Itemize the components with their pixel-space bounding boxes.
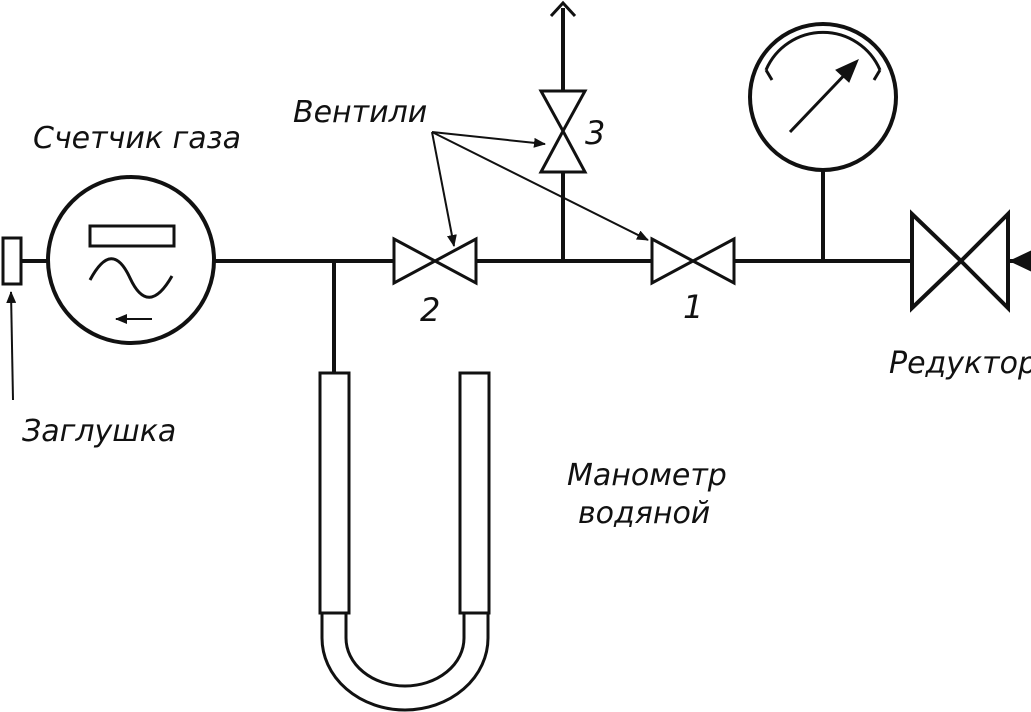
manometer-u-bend [320, 613, 490, 712]
reducer-label: Редуктор [889, 346, 1031, 381]
pressure-gauge-needle [788, 64, 855, 134]
valve-1-icon [650, 236, 736, 286]
vent-outlet-arrow-icon [549, 0, 577, 18]
pressure-gauge-scale-left-tick [764, 69, 774, 81]
valves-leader-to-valve-2 [431, 131, 457, 247]
valve-2-icon [392, 236, 478, 286]
valve-3-number: 3 [585, 114, 605, 152]
manometer-u-bend-inner [344, 613, 466, 688]
gas-meter-body [46, 175, 216, 345]
pressure-gauge-scale-right-tick [872, 69, 882, 81]
valves-label: Вентили [293, 95, 427, 130]
valve-2-number: 2 [420, 291, 440, 329]
gas-meter-wave-icon [88, 257, 174, 299]
manometer-right-tube [458, 371, 491, 615]
plug-cap [1, 236, 23, 286]
manometer-label-line2: водяной [578, 496, 710, 531]
gas-inlet-arrow-icon [1008, 250, 1031, 272]
plug-label: Заглушка [22, 414, 176, 449]
valves-leader-to-valve-1 [431, 131, 649, 241]
reducer-icon [910, 209, 1010, 313]
valves-leader-to-valve-3 [431, 131, 546, 148]
gas-meter-label: Счетчик газа [33, 121, 241, 156]
plug-leader-line [6, 291, 17, 401]
pressure-gauge-needle-tip-icon [835, 59, 859, 83]
pressure-gauge-scale-arc [764, 30, 882, 71]
manometer-left-tube [318, 371, 351, 615]
valve-3-icon [538, 89, 588, 174]
valve-1-number: 1 [683, 288, 703, 326]
gas-meter-display [88, 224, 176, 248]
manometer-label-line1: Манометр [567, 458, 727, 493]
